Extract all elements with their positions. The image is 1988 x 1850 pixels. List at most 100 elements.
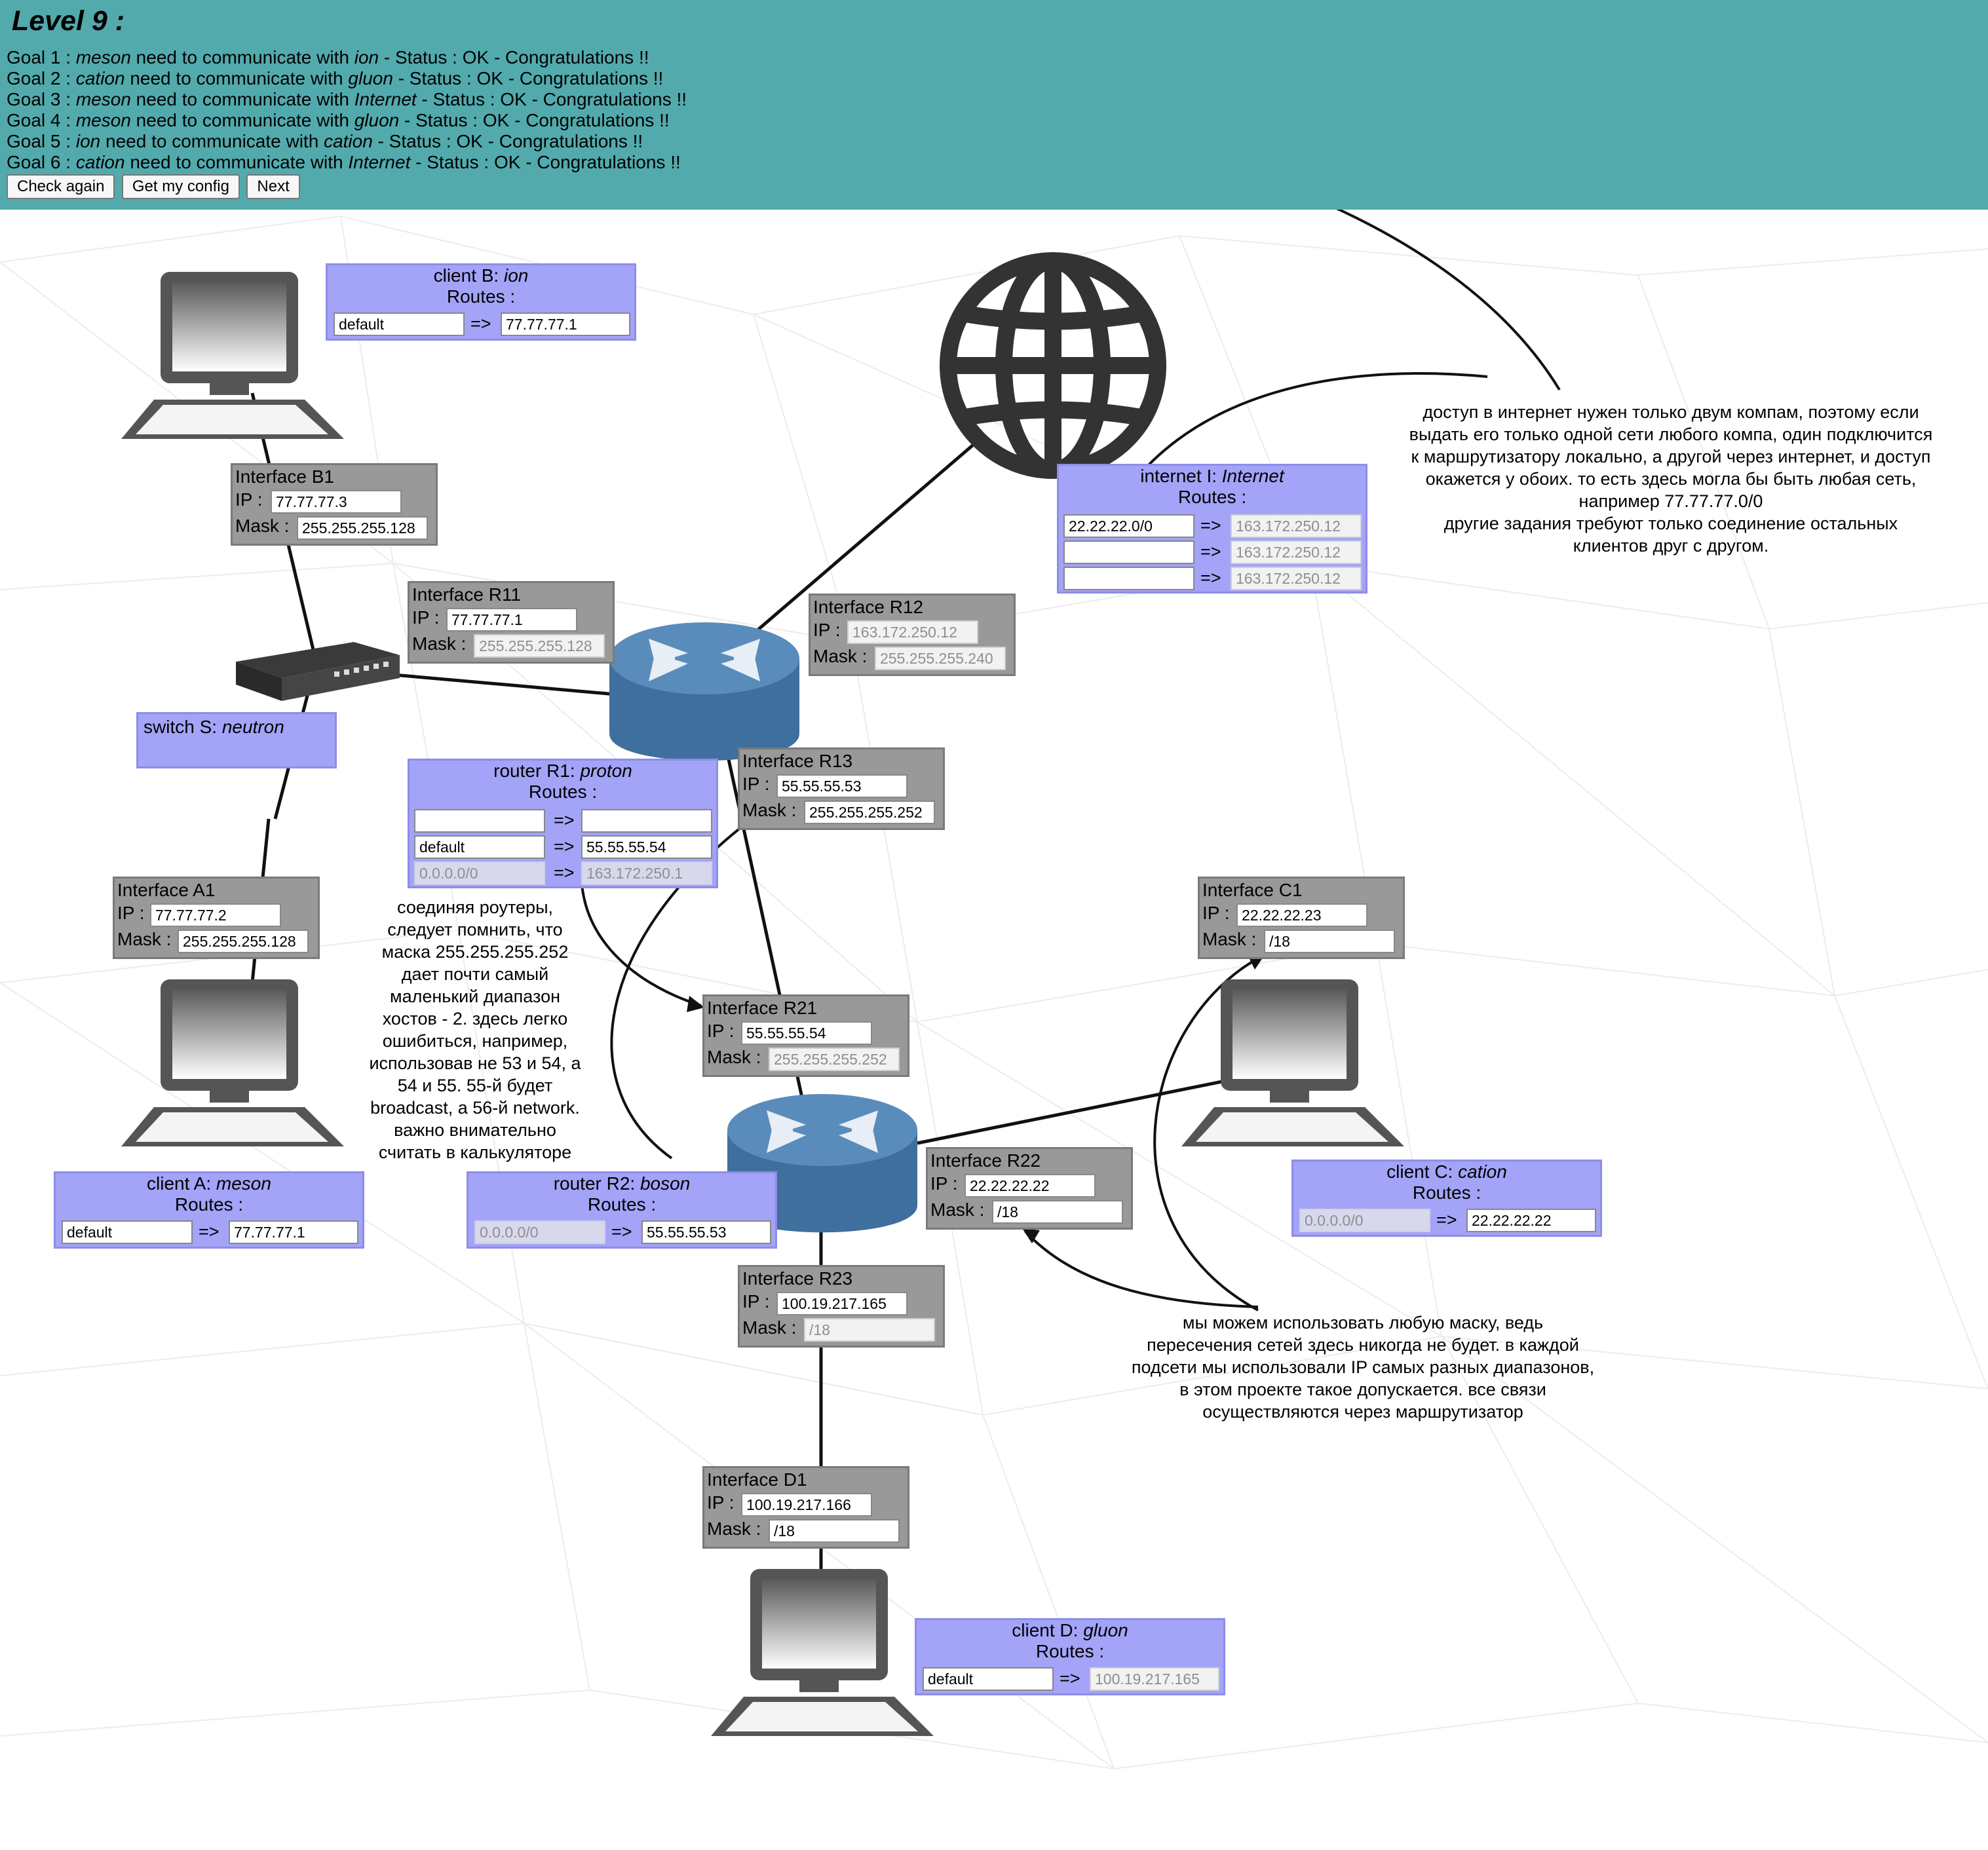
ip-label: IP :	[235, 489, 263, 510]
ip-input[interactable]: 100.19.217.165	[776, 1292, 908, 1315]
routes-label: Routes :	[1293, 1182, 1600, 1203]
client-d-title: client D: gluon	[917, 1620, 1223, 1641]
interface-r22-panel: Interface R22 IP : 22.22.22.22 Mask : /1…	[926, 1147, 1133, 1230]
mask-input: /18	[804, 1318, 935, 1342]
next-button[interactable]: Next	[246, 174, 299, 199]
mask-input[interactable]: 255.255.255.128	[178, 930, 309, 953]
interface-c1-panel: Interface C1 IP : 22.22.22.23 Mask : /18	[1198, 877, 1405, 959]
interface-r13-panel: Interface R13 IP : 55.55.55.53 Mask : 25…	[738, 747, 945, 830]
interface-title: Interface R12	[813, 597, 923, 618]
note-line: подсети мы использовали IP самых разных …	[1075, 1356, 1651, 1378]
interface-title: Interface A1	[117, 880, 215, 901]
mask-input: 255.255.255.128	[474, 634, 605, 658]
route-dest-input[interactable]	[1063, 567, 1195, 590]
route-dest-input[interactable]	[1063, 540, 1195, 564]
note-line: маленький диапазон	[347, 985, 603, 1008]
ip-input[interactable]: 55.55.55.54	[741, 1021, 872, 1045]
route-gateway-input[interactable]: 22.22.22.22	[1466, 1209, 1596, 1232]
route-arrow: =>	[1200, 568, 1221, 588]
mask-input[interactable]: /18	[992, 1200, 1123, 1224]
note-line: считать в калькуляторе	[347, 1141, 603, 1163]
get-config-button[interactable]: Get my config	[122, 174, 240, 199]
route-gateway-input[interactable]: 55.55.55.53	[641, 1220, 771, 1244]
note-line: например 77.77.77.0/0	[1376, 490, 1966, 512]
route-dest-input[interactable]: default	[62, 1220, 193, 1244]
computer-icon	[121, 272, 344, 439]
note-line: ошибиться, например,	[347, 1030, 603, 1052]
route-dest-input[interactable]: 22.22.22.0/0	[1063, 514, 1195, 538]
router-r2-title: router R2: boson	[468, 1173, 775, 1194]
computer-icon	[121, 979, 344, 1146]
goal-item: Goal 2 : cation need to communicate with…	[7, 68, 687, 89]
note-line: broadcast, а 56-й network.	[347, 1097, 603, 1119]
goals-list: Goal 1 : meson need to communicate with …	[7, 47, 687, 173]
mask-label: Mask :	[742, 1317, 796, 1338]
route-dest-input[interactable]: default	[923, 1667, 1054, 1691]
route-dest-input[interactable]	[414, 809, 545, 833]
routes-label: Routes :	[410, 782, 716, 802]
routes-label: Routes :	[468, 1194, 775, 1215]
switch-icon	[236, 642, 400, 701]
note-line: дает почти самый	[347, 963, 603, 985]
note-line: в этом проекте такое допускается. все св…	[1075, 1378, 1651, 1401]
router-r1-title: router R1: proton	[410, 761, 716, 782]
note-line: хостов - 2. здесь легко	[347, 1008, 603, 1030]
route-gateway-input[interactable]: 55.55.55.54	[581, 835, 712, 859]
check-again-button[interactable]: Check again	[7, 174, 115, 199]
note-line: к маршрутизатору локально, а другой чере…	[1376, 445, 1966, 468]
interface-r21-panel: Interface R21 IP : 55.55.55.54 Mask : 25…	[702, 994, 909, 1077]
route-gateway-input: 163.172.250.1	[581, 861, 712, 885]
ip-input[interactable]: 77.77.77.2	[150, 903, 281, 927]
route-arrow: =>	[1436, 1210, 1457, 1230]
goal-item: Goal 5 : ion need to communicate with ca…	[7, 131, 687, 152]
route-arrow: =>	[1060, 1669, 1080, 1689]
route-gateway-input[interactable]: 77.77.77.1	[501, 312, 630, 336]
client-d-panel: client D: gluon Routes : default => 100.…	[915, 1618, 1225, 1695]
route-dest-input: 0.0.0.0/0	[414, 861, 545, 885]
ip-input[interactable]: 22.22.22.22	[965, 1174, 1096, 1198]
route-dest-input: 0.0.0.0/0	[474, 1220, 605, 1244]
level-header: Level 9 : Goal 1 : meson need to communi…	[0, 0, 1988, 210]
internet-title: internet I: Internet	[1059, 466, 1366, 487]
interface-r12-panel: Interface R12 IP : 163.172.250.12 Mask :…	[809, 594, 1016, 676]
mask-input[interactable]: /18	[1264, 930, 1395, 953]
client-b-panel: client B: ion Routes : default => 77.77.…	[326, 263, 636, 341]
switch-panel: switch S: neutron	[136, 712, 337, 768]
ip-input[interactable]: 77.77.77.1	[446, 608, 577, 632]
button-row: Check again Get my config Next	[7, 174, 304, 199]
route-gateway-input[interactable]	[581, 809, 712, 833]
route-dest-input[interactable]: default	[334, 312, 465, 336]
route-gateway-input: 163.172.250.12	[1231, 567, 1362, 590]
mask-input[interactable]: 255.255.255.128	[297, 516, 428, 540]
mask-label: Mask :	[117, 929, 171, 950]
ip-input[interactable]: 55.55.55.53	[776, 774, 908, 798]
note-line: доступ в интернет нужен только двум комп…	[1376, 401, 1966, 423]
ip-label: IP :	[742, 1291, 770, 1312]
client-b-title: client B: ion	[328, 265, 634, 286]
note-line: окажется у обоих. то есть здесь могла бы…	[1376, 468, 1966, 490]
interface-title: Interface R13	[742, 751, 852, 772]
ip-input[interactable]: 100.19.217.166	[741, 1493, 872, 1517]
note-line: клиентов друг с другом.	[1376, 535, 1966, 557]
note-line: 54 и 55. 55-й будет	[347, 1074, 603, 1097]
ip-input[interactable]: 22.22.22.23	[1236, 903, 1367, 927]
interface-title: Interface R21	[707, 998, 817, 1019]
interface-title: Interface C1	[1202, 880, 1303, 901]
note-line: важно внимательно	[347, 1119, 603, 1141]
mask-label: Mask :	[742, 800, 796, 821]
mask-label: Mask :	[412, 633, 466, 654]
route-gateway-input[interactable]: 77.77.77.1	[229, 1220, 358, 1244]
ip-input[interactable]: 77.77.77.3	[271, 490, 402, 514]
mask-input[interactable]: 255.255.255.252	[804, 801, 935, 824]
interface-r23-panel: Interface R23 IP : 100.19.217.165 Mask :…	[738, 1265, 945, 1348]
note-line: пересечения сетей здесь никогда не будет…	[1075, 1334, 1651, 1356]
mask-label: Mask :	[813, 646, 867, 667]
goal-item: Goal 3 : meson need to communicate with …	[7, 89, 687, 110]
ip-label: IP :	[1202, 903, 1230, 924]
route-dest-input[interactable]: default	[414, 835, 545, 859]
mask-label: Mask :	[707, 1047, 761, 1068]
mask-input: 255.255.255.240	[875, 647, 1006, 670]
mask-label: Mask :	[235, 516, 289, 537]
router-icon	[609, 622, 799, 761]
mask-input[interactable]: /18	[769, 1519, 900, 1543]
